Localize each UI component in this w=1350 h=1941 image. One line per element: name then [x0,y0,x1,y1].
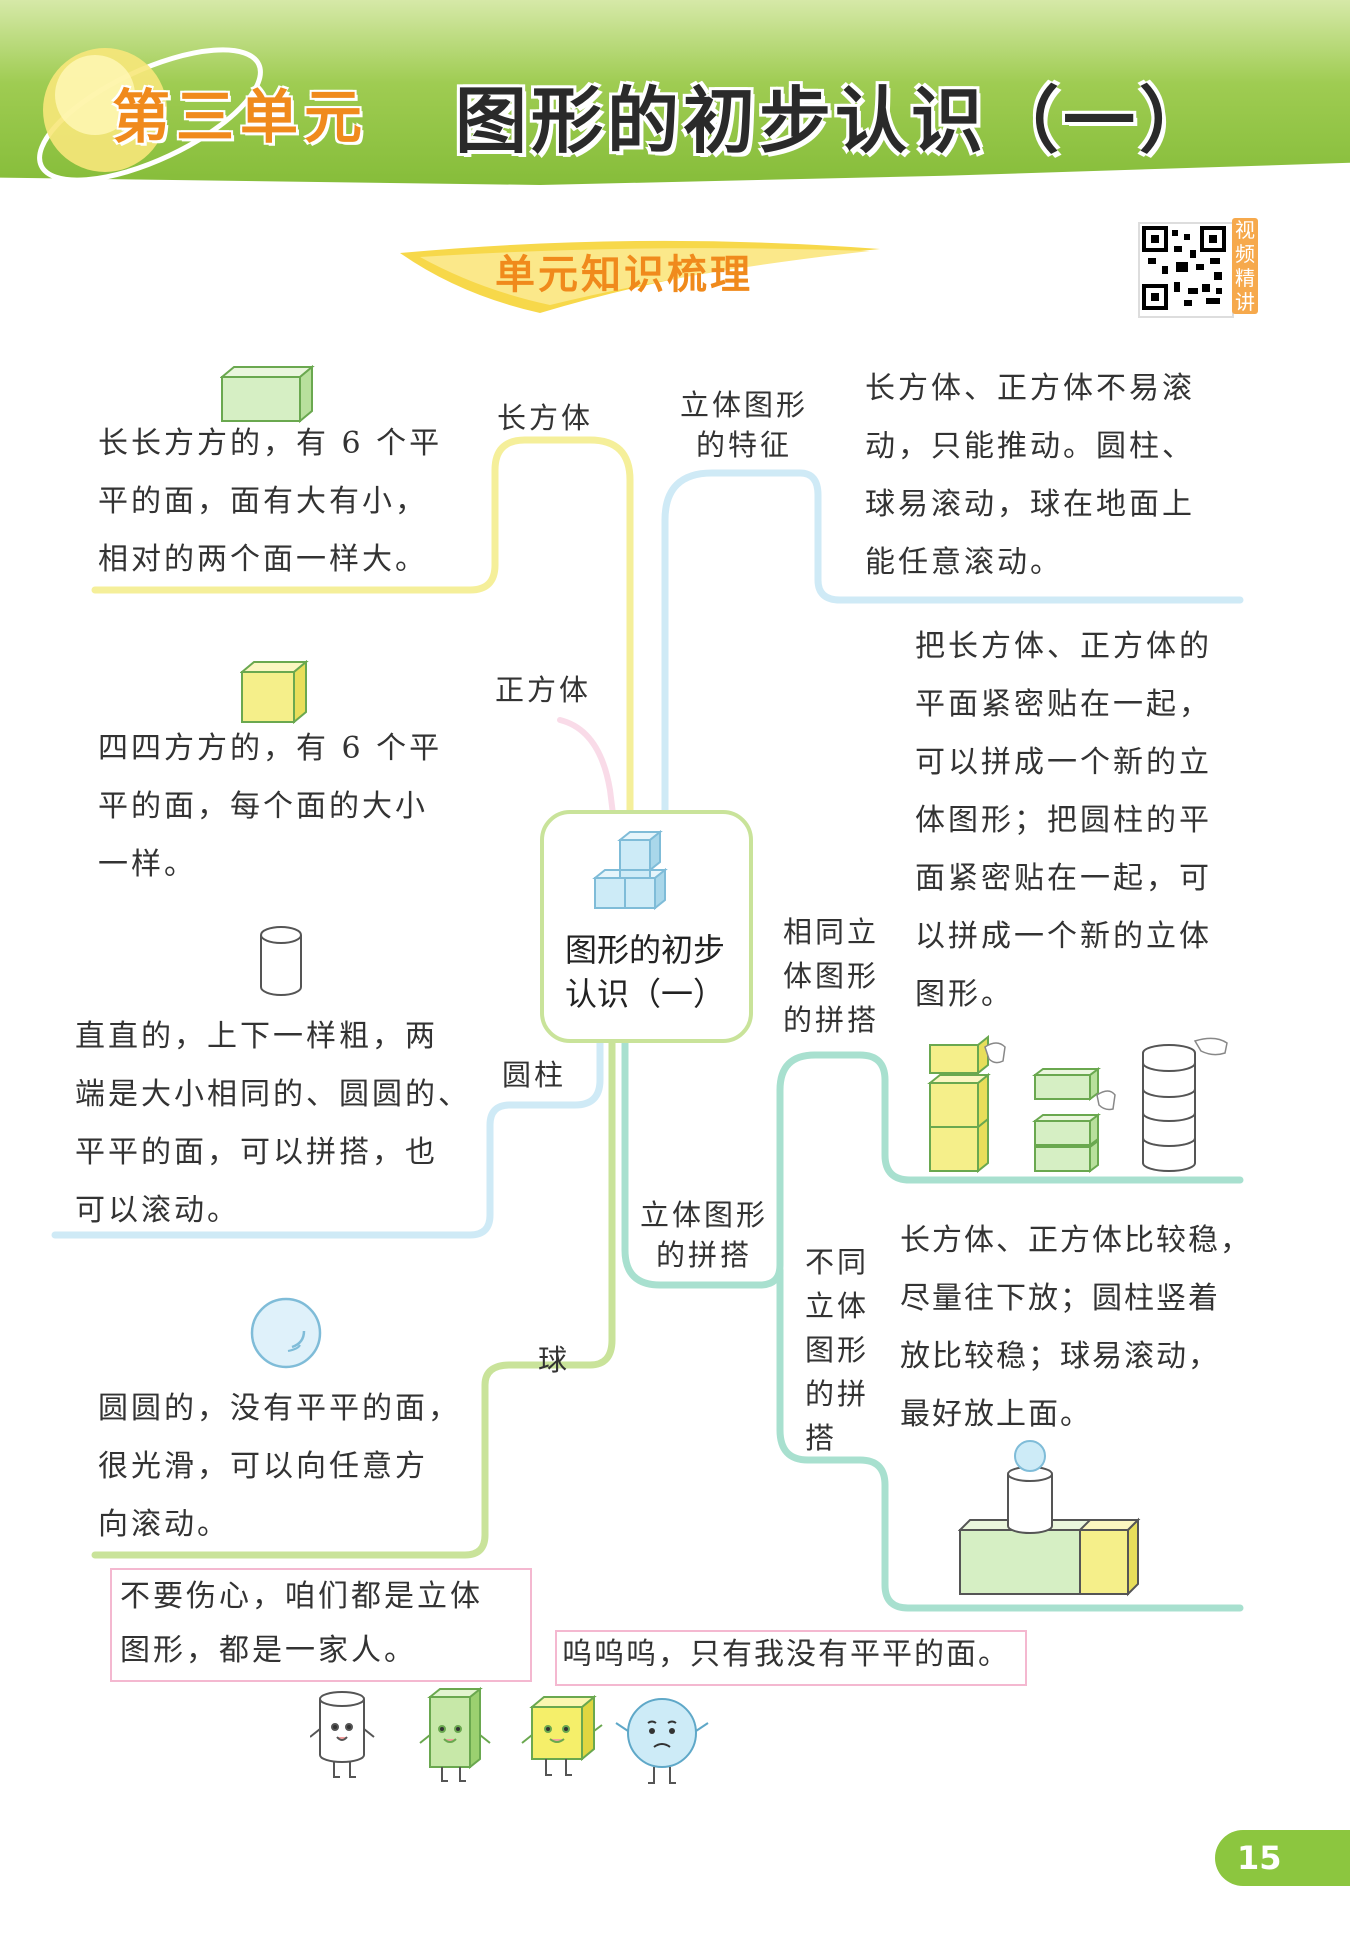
speech-bubble-1 [110,1568,532,1682]
features-label: 立体图形 的特征 [680,385,808,465]
text-line: 球易滚动，球在地面上 [865,487,1195,522]
text-line: 尽量往下放；圆柱竖着 [900,1281,1220,1316]
label-line: 体图形 [783,959,880,993]
text-line: 平面紧密贴在一起， [915,687,1212,722]
cuboid-label: 长方体 [497,401,594,435]
speech-bubble-2-text: 呜呜呜，只有我没有平平的面。 [562,1637,1010,1672]
text-line: 端是大小相同的、圆圆的、 [75,1077,471,1112]
text-line: 四四方方的，有 6 个平 [98,731,443,766]
cuboid-icon [220,365,315,423]
label-line: 的拼 [805,1377,870,1411]
text-line: 可以拼成一个新的立 [915,745,1212,780]
cylinder-description: 直直的，上下一样粗，两 端是大小相同的、圆圆的、 平平的面，可以拼搭，也 可以滚… [75,1008,471,1240]
label-line: 的拼搭 [656,1238,753,1272]
cubes-icon [592,830,668,911]
text-line: 面紧密贴在一起，可 [915,861,1212,896]
label-line: 图形 [805,1333,870,1367]
text-line: 一样。 [98,847,197,882]
text-line: 向滚动。 [98,1507,230,1542]
label-line: 的拼搭 [783,1003,880,1037]
sphere-label: 球 [538,1343,571,1377]
features-description: 长方体、正方体不易滚 动，只能推动。圆柱、 球易滚动，球在地面上 能任意滚动。 [865,360,1195,592]
cube-description: 四四方方的，有 6 个平 平的面，每个面的大小 一样。 [98,720,442,894]
text-line: 图形，都是一家人。 [120,1633,417,1668]
page-number: 15 [1215,1830,1350,1886]
label-line: 立体图形 [640,1198,769,1232]
text-line: 最好放上面。 [900,1397,1092,1432]
text-line: 平平的面，可以拼搭，也 [75,1135,438,1170]
center-title: 图形的初步认识（一） [564,931,725,1013]
sphere-icon [250,1297,322,1369]
same-stacking-description: 把长方体、正方体的 平面紧密贴在一起， 可以拼成一个新的立 体图形；把圆柱的平 … [915,618,1212,1024]
cube-icon [240,660,309,724]
cube-label: 正方体 [495,673,592,707]
different-stacking-description: 长方体、正方体比较稳， 尽量往下放；圆柱竖着 放比较稳；球易滚动， 最好放上面。 [900,1212,1252,1444]
sphere-description: 圆圆的，没有平平的面， 很光滑，可以向任意方 向滚动。 [98,1380,461,1554]
text-line: 长方体、正方体不易滚 [865,371,1195,406]
section-title: 单元知识梳理 [495,252,753,298]
text-line: 动，只能推动。圆柱、 [865,429,1195,464]
text-line: 不要伤心，咱们都是立体 [120,1579,483,1614]
label-line: 不同 [805,1245,870,1279]
text-line: 体图形；把圆柱的平 [915,803,1212,838]
text-line: 长长方方的，有 6 个平 [98,426,443,461]
text-line: 把长方体、正方体的 [915,629,1212,664]
speech-bubble-1-text: 不要伤心，咱们都是立体 图形，都是一家人。 [120,1570,483,1678]
text-line: 图形。 [915,977,1014,1012]
qr-label: 视频精讲 [1232,218,1258,314]
label-line: 搭 [805,1421,838,1455]
stacking-label: 立体图形 的拼搭 [640,1195,768,1275]
unit-label: 第三单元 [112,83,369,151]
header-band [0,0,1350,185]
header-decoration [37,47,263,183]
label-line: 相同立 [783,915,880,949]
different-stacking-label: 不同 立体 图形 的拼 搭 [805,1240,869,1460]
label-line: 立体 [805,1289,870,1323]
cylinder-label: 圆柱 [502,1058,567,1092]
cuboid-description: 长长方方的，有 6 个平 平的面，面有大有小， 相对的两个面一样大。 [98,415,442,589]
same-stacking-label: 相同立 体图形 的拼搭 [783,910,879,1042]
text-line: 平的面，面有大有小， [98,484,428,519]
speech-bubble-2 [555,1630,1027,1686]
text-line: 可以滚动。 [75,1193,240,1228]
text-line: 平的面，每个面的大小 [98,789,428,824]
text-line: 直直的，上下一样粗，两 [75,1019,438,1054]
cylinder-icon [260,926,302,996]
text-line: 能任意滚动。 [865,545,1063,580]
text-line: 圆圆的，没有平平的面， [98,1391,461,1426]
shape-characters [310,1686,709,1784]
text-line: 相对的两个面一样大。 [98,542,428,577]
text-line: 放比较稳；球易滚动， [900,1339,1220,1374]
unit-title: 图形的初步认识（一） [455,79,1216,163]
different-stacking-illustration [958,1440,1141,1597]
same-stacking-illustration [927,1035,1228,1174]
section-ribbon [400,240,880,313]
label-line: 立体图形 [680,388,809,422]
text-line: 很光滑，可以向任意方 [98,1449,428,1484]
label-line: 的特征 [696,428,793,462]
text-line: 长方体、正方体比较稳， [900,1223,1252,1258]
text-line: 以拼成一个新的立体 [915,919,1212,954]
